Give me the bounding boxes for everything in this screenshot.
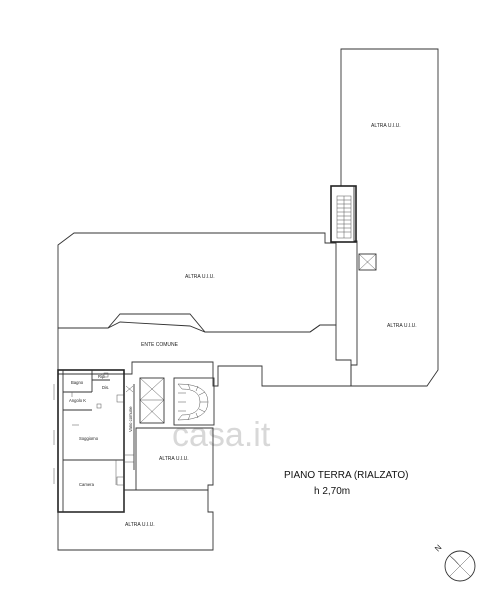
apartment-unit bbox=[53, 369, 125, 513]
label-angolo-k: Angolo K bbox=[69, 398, 86, 403]
label-dis: Dis. bbox=[102, 385, 109, 390]
label-altra-bottom: ALTRA U.I.U. bbox=[125, 522, 155, 528]
plan-title: PIANO TERRA (RIALZATO) bbox=[284, 470, 408, 481]
compass-north-label: N bbox=[433, 543, 444, 554]
label-ente-comune: ENTE COMUNE bbox=[141, 342, 179, 348]
label-altra-upper-mid: ALTRA U.I.U. bbox=[185, 274, 215, 280]
label-soggiorno: Soggiorno bbox=[79, 436, 99, 441]
label-rip: Rip. bbox=[98, 374, 105, 379]
vano-comune-area bbox=[123, 374, 135, 512]
block-ente-comune bbox=[57, 313, 352, 387]
shaft-right bbox=[358, 253, 377, 271]
label-altra-center: ALTRA U.I.U. bbox=[159, 456, 189, 462]
label-altra-right: ALTRA U.I.U. bbox=[387, 323, 417, 329]
label-bagno: Bagno bbox=[71, 380, 84, 385]
block-bottom bbox=[57, 489, 214, 551]
compass-icon bbox=[444, 550, 476, 582]
block-upper-mid bbox=[57, 232, 337, 333]
plan-height: h 2,70m bbox=[314, 486, 350, 497]
label-vano-comune: Vano comune bbox=[128, 406, 133, 432]
watermark-text: casa.it bbox=[172, 416, 271, 454]
label-altra-top-right: ALTRA U.I.U. bbox=[371, 123, 401, 129]
label-camera: Camera bbox=[79, 482, 95, 487]
stair-right bbox=[330, 185, 357, 243]
stair-center bbox=[173, 377, 215, 426]
elevator-shaft bbox=[139, 377, 165, 424]
